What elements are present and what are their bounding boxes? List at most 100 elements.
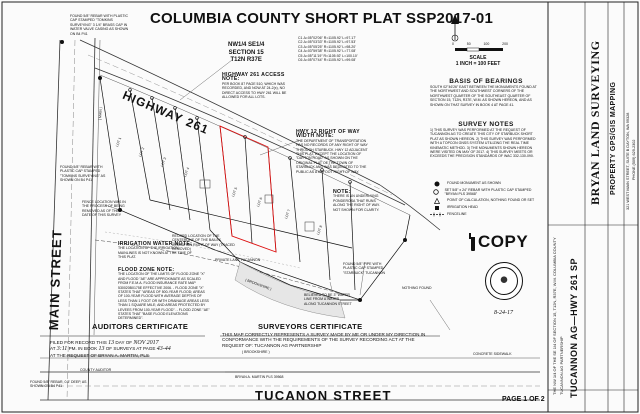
believed-waterline-note: BELIEVED TO BE 3" WATER LINE FROM A WATE… xyxy=(304,293,352,306)
auditor-in-book: PM. IN BOOK xyxy=(68,346,98,352)
title-block-client: TUCANNON AG PARTNERSHIP xyxy=(559,336,564,395)
legend-label: FOUND MONUMENT AS SHOWN xyxy=(447,181,501,186)
basis-text: SOUTH 02°46'26" EAST BETWEEN THE MONUMEN… xyxy=(430,85,537,107)
surveyors-certificate-title: SURVEYORS CERTIFICATE xyxy=(258,322,363,331)
auditor-time: 3:11 xyxy=(56,346,68,353)
survey-notes-title: SURVEY NOTES xyxy=(458,121,514,128)
basis-of-bearings: BASIS OF BEARINGS SOUTH 02°46'26" EAST B… xyxy=(430,78,542,107)
hwy-row-note: HWY 12 RIGHT OF WAY WIDTH NOTE: THE DEPA… xyxy=(296,129,372,174)
curve-c3: C3 Δ=05°05'25" R=1105.92' L=98.20' xyxy=(298,44,356,49)
scale-title: SCALE xyxy=(469,55,487,61)
survey-notes: SURVEY NOTES 1) THIS SURVEY WAS PERFORME… xyxy=(430,121,542,159)
auditor-year: 2017 xyxy=(146,340,159,346)
title-block-address: 321 WEST MAIN STREET, SUITE B DAYTON, WA… xyxy=(626,112,630,210)
scale-block: SCALE 1 INCH = 100 FEET xyxy=(448,55,508,67)
legend-row: FOUND MONUMENT AS SHOWN xyxy=(430,180,544,187)
legend-label: IRRIGATION HEAD xyxy=(447,205,478,210)
found-pipe-note: FOUND 5/8" PIPE WITH PLASTIC CAP STAMPED… xyxy=(343,262,386,275)
legend-label: POINT OF CALCULATION, NOTHING FOUND OR S… xyxy=(447,198,535,203)
copy-stamp: COPY xyxy=(469,232,529,252)
private-lane-note: PRIVATE LANE TUCANNON xyxy=(215,258,261,262)
curve-c5: C5 Δ=05°11'19" R=1105.92' L=100.10' xyxy=(298,53,358,58)
ponderosa-note-title: NOTE: xyxy=(333,189,351,195)
parcel-boundaries xyxy=(99,77,411,301)
survey-notes-text: 1) THIS SURVEY WAS PERFORMED AT THE REQU… xyxy=(430,128,536,159)
scale-ratio: 1 INCH = 100 FEET xyxy=(455,61,501,67)
ponderosa-note-text: THERE IS AN UNDERLYING PONDEROSA THAT RU… xyxy=(333,194,380,212)
hwy-access-note-title: HIGHWAY 261 ACCESS NOTE: xyxy=(222,72,285,83)
flood-zone-note-text: THE LOCATION OF THE LIMITS OF FLOOD ZONE… xyxy=(118,272,210,321)
highlighted-lot-boundary xyxy=(219,125,277,253)
hwy-access-note-text: PER BOOK 87 PAGE 510, WHICH WAS RECORDED… xyxy=(222,81,287,100)
plat-title: COLUMBIA COUNTY SHORT PLAT SSP2017-01 xyxy=(150,10,494,27)
curve-table: C1 Δ=05°02'06" R=1105.92' L=97.17' C2 Δ=… xyxy=(298,36,388,62)
found-pipe-bottom-note: FOUND 5/8" REBAR, 0.5' DEEP, AS SHOWN ON… xyxy=(30,380,87,389)
legend-row: FENCELINE xyxy=(430,211,544,218)
north-arrow-icon xyxy=(451,14,459,42)
auditor-day-of: DAY OF xyxy=(115,340,133,345)
flood-zone-note: FLOOD ZONE NOTE: THE LOCATION OF THE LIM… xyxy=(118,267,210,321)
monument-note-top-left: FOUND 5/8" REBAR WITH PLASTIC CAP STAMPE… xyxy=(70,14,129,36)
location-line-1: NW1/4 SE1/4 xyxy=(228,42,265,48)
calculated-point-icon xyxy=(430,197,444,204)
scale-tick: 50 xyxy=(466,42,471,46)
auditor-filed-prefix: FILED FOR RECORD THIS xyxy=(50,340,107,345)
set-rebar-icon xyxy=(430,189,442,195)
auditors-certificate: FILED FOR RECORD THIS 13 DAY OF NOV 2017… xyxy=(50,340,220,358)
legend-row: IRRIGATION HEAD xyxy=(430,204,544,211)
title-block-location: THE NW 1/4 OF THE SE 1/4 OF SECTION 15, … xyxy=(552,237,557,395)
ponderosa-note: NOTE: THERE IS AN UNDERLYING PONDEROSA T… xyxy=(333,189,385,212)
nothing-found-label: NOTHING FOUND xyxy=(402,286,432,290)
found-rebar-left-note: FOUND 5/8" REBAR WITH PLASTIC CAP STAMPE… xyxy=(60,165,106,183)
auditor-day: 13 xyxy=(108,340,115,346)
copy-stamp-text: COPY xyxy=(478,232,529,251)
flood-zone-note-title: FLOOD ZONE NOTE: xyxy=(118,267,175,273)
scale-tick: 0 xyxy=(452,42,454,46)
scale-bar-graphic xyxy=(455,47,503,52)
concrete-sidewalk-note: CONCRETE SIDEWALK xyxy=(473,352,512,356)
irrigation-note-text: THE LOCATION OF THE IRRIGATION MAINLINES… xyxy=(118,246,192,260)
copy-icon xyxy=(469,233,475,251)
main-street-road xyxy=(47,37,101,401)
location-line-2: SECTION 15 xyxy=(228,49,264,56)
curve-c4: C4 Δ=03°59'38" R=1105.92' L=77.08' xyxy=(298,49,356,54)
irrigation-head-icon xyxy=(430,205,444,210)
scale-tick: 200 xyxy=(502,42,508,46)
scale-tick: 100 xyxy=(483,42,490,46)
curve-c6: C6 Δ=05°07'44" R=1105.92' L=99.08' xyxy=(298,58,356,63)
auditor-line-1: FILED FOR RECORD THIS 13 DAY OF NOV 2017 xyxy=(50,340,220,346)
auditor-month: NOV xyxy=(133,340,146,346)
surveyors-certificate-text: THIS MAP CORRECTLY REPRESENTS A SURVEY M… xyxy=(222,332,426,348)
legend-row: SET 5/8" x 24" REBAR WITH PLASTIC CAP ST… xyxy=(430,187,544,197)
auditor-line-3: AT THE REQUEST OF BRYAN A. MARTIN, PLS xyxy=(50,352,149,358)
seal-emblem-icon xyxy=(490,267,518,295)
basis-title: BASIS OF BEARINGS xyxy=(449,78,523,85)
title-block-services: PROPERTY GPS/GIS MAPPING xyxy=(610,81,617,195)
irrigation-water-note: IRRIGATION WATER NOTE: THE LOCATION OF T… xyxy=(118,241,198,260)
hwy-row-note-text: THE DEPARTMENT OF TRANSPORTATION HAS NO … xyxy=(296,138,368,174)
auditor-page: 43-44 xyxy=(156,346,171,353)
brookshire-label-2: ( BROOKSHIRE ) xyxy=(242,350,270,354)
seal-signature: 8-24-17 xyxy=(494,310,513,316)
page-number: PAGE 1 OF 2 xyxy=(502,396,545,403)
surveyor-signature-line: BRYAN A. MARTIN PLS 39568 xyxy=(235,375,284,379)
legend-row: POINT OF CALCULATION, NOTHING FOUND OR S… xyxy=(430,197,544,204)
highway-261-road xyxy=(79,39,441,231)
title-block-company: BRYAN LAND SURVEYING xyxy=(588,40,602,205)
auditor-book: 13 xyxy=(98,346,105,353)
tucanon-street-label: TUCANON STREET xyxy=(255,388,392,403)
legend: FOUND MONUMENT AS SHOWN SET 5/8" x 24" R… xyxy=(430,180,544,218)
hwy-access-note: HIGHWAY 261 ACCESS NOTE: PER BOOK 87 PAG… xyxy=(222,72,290,100)
auditors-certificate-title: AUDITORS CERTIFICATE xyxy=(92,322,189,331)
irrigation-note-title: IRRIGATION WATER NOTE: xyxy=(118,241,193,247)
title-block-project: TUCANNON AG—HWY 261 SP xyxy=(569,257,579,398)
surveyor-seal xyxy=(485,262,523,300)
main-dim-label: ( MAIN ) xyxy=(98,107,103,121)
auditor-at: AT xyxy=(50,346,56,352)
hwy-row-note-title: HWY 12 RIGHT OF WAY WIDTH NOTE: xyxy=(296,129,360,140)
title-block-phone: PHONE (509) 629-2302 xyxy=(632,139,636,180)
auditor-line-2: AT 3:11 PM. IN BOOK 13 OF SURVEYS AT PAG… xyxy=(50,346,220,352)
legend-label: SET 5/8" x 24" REBAR WITH PLASTIC CAP ST… xyxy=(444,187,532,196)
ditch-note: RECORD LOCATION OF THE CENTERLINE OF THE… xyxy=(172,234,235,252)
